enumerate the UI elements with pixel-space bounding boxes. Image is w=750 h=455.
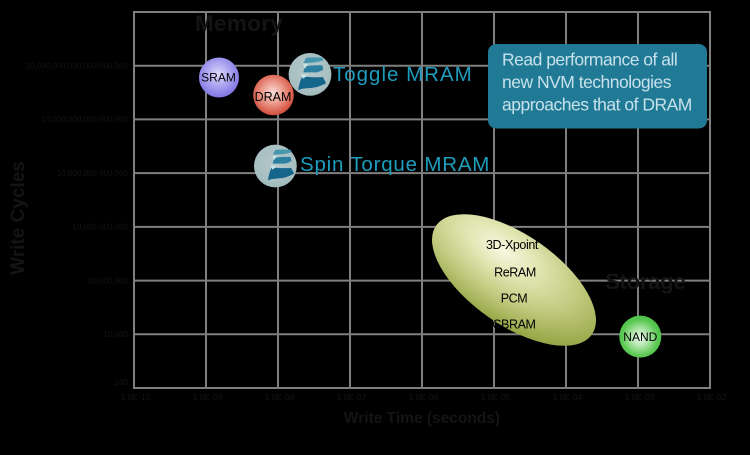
svg-text:Toggle MRAM: Toggle MRAM: [333, 63, 473, 86]
svg-text:approaches that of DRAM: approaches that of DRAM: [502, 95, 692, 115]
svg-text:Read performance of all: Read performance of all: [502, 50, 677, 70]
svg-text:Storage: Storage: [605, 269, 685, 294]
svg-text:3D-Xpoint: 3D-Xpoint: [486, 238, 539, 252]
svg-text:10,000: 10,000: [104, 330, 129, 339]
svg-text:ReRAM: ReRAM: [494, 266, 536, 280]
svg-text:1.0E-03: 1.0E-03: [625, 392, 655, 402]
svg-text:Memory: Memory: [195, 11, 283, 36]
svg-text:1.0E-05: 1.0E-05: [481, 392, 511, 402]
svg-text:10,000,000: 10,000,000: [88, 276, 129, 285]
svg-text:1.0E-10: 1.0E-10: [121, 392, 151, 402]
svg-text:100: 100: [115, 378, 129, 387]
svg-text:1.0E-02: 1.0E-02: [697, 392, 727, 402]
svg-text:1.0E-09: 1.0E-09: [193, 392, 223, 402]
svg-text:PCM: PCM: [501, 292, 528, 306]
svg-text:10,000,000,000,000,000: 10,000,000,000,000,000: [41, 115, 128, 124]
svg-text:10,000,000,000,000: 10,000,000,000,000: [57, 169, 129, 178]
svg-text:Write Time (seconds): Write Time (seconds): [344, 410, 500, 427]
svg-text:Spin Torque MRAM: Spin Torque MRAM: [300, 153, 490, 176]
svg-text:1.0E-07: 1.0E-07: [337, 392, 367, 402]
svg-text:DRAM: DRAM: [255, 90, 292, 104]
svg-text:new NVM technologies: new NVM technologies: [502, 72, 672, 92]
svg-text:10,000,000,000: 10,000,000,000: [72, 223, 128, 232]
svg-text:1.0E-06: 1.0E-06: [409, 392, 439, 402]
svg-text:1.0E-08: 1.0E-08: [265, 392, 295, 402]
svg-text:SRAM: SRAM: [201, 71, 236, 85]
svg-text:10,000,000,000,000,000,000: 10,000,000,000,000,000,000: [26, 62, 129, 71]
svg-text:Write Cycles: Write Cycles: [8, 161, 29, 275]
svg-text:NAND: NAND: [623, 330, 657, 344]
svg-text:CBRAM: CBRAM: [492, 318, 535, 332]
svg-text:1.0E-04: 1.0E-04: [553, 392, 583, 402]
